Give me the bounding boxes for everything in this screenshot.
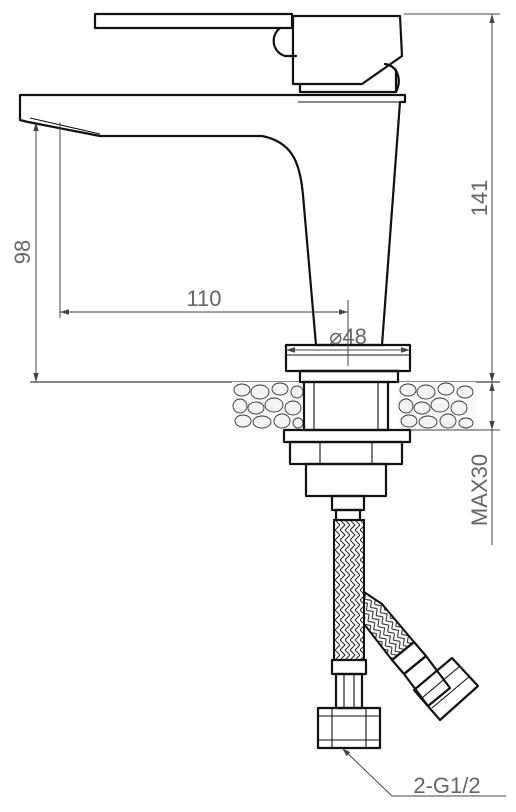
mounting-nut [288, 440, 404, 466]
straight-hose-braid [333, 519, 365, 661]
stone-texture-left [232, 382, 304, 429]
dimension-lines [33, 13, 506, 797]
angled-hose-braid [363, 590, 416, 662]
dim-hose-connection: 2-G1/2 [413, 773, 480, 798]
handle-lever [93, 12, 294, 30]
mounting-assembly [282, 380, 412, 498]
cap-ring [298, 68, 398, 94]
mounting-washer [282, 428, 412, 444]
angled-hose-nut [412, 656, 480, 722]
dim-spout-height: 98 [10, 240, 35, 264]
countertop [30, 381, 500, 430]
dim-spout-reach: 110 [186, 286, 221, 311]
handle-knuckle [272, 26, 298, 58]
spout [18, 93, 407, 347]
dim-max-counter: MAX30 [467, 454, 492, 526]
dim-overall-height: 141 [467, 180, 492, 217]
threaded-shank [304, 462, 388, 498]
hoses [316, 494, 480, 750]
dim-base-diameter: ⌀48 [329, 324, 367, 349]
stone-texture-right [398, 382, 474, 429]
straight-hose-nut [316, 706, 382, 750]
cartridge-cap [291, 14, 404, 86]
faucet-body [18, 12, 412, 384]
